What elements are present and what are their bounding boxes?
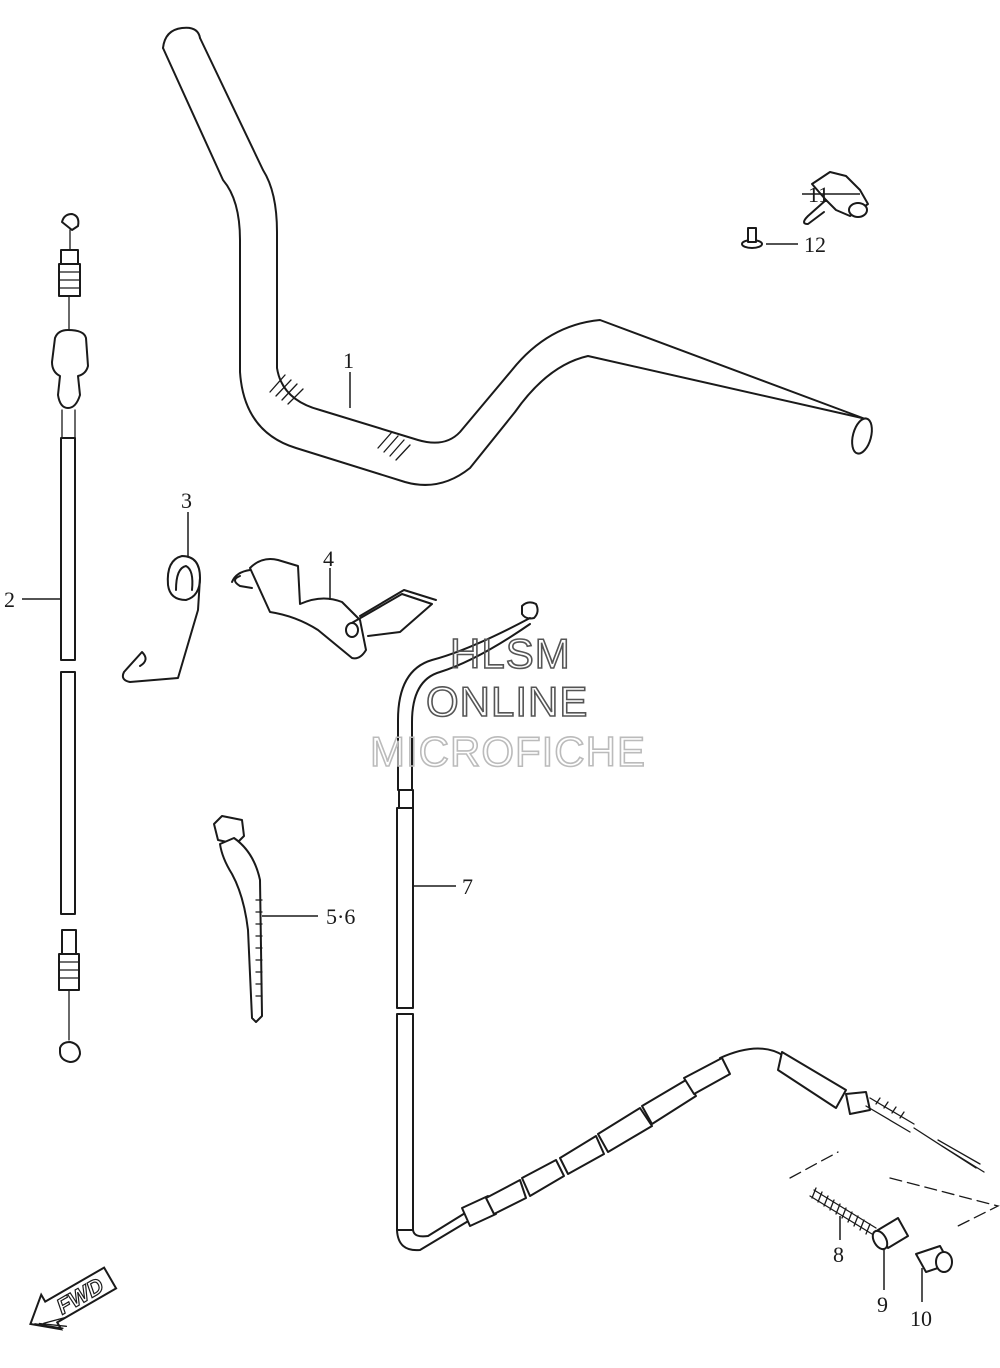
dashed-box (789, 1151, 1000, 1229)
screw (741, 227, 763, 249)
callout-7: 7 (462, 874, 473, 899)
long-cable (396, 601, 985, 1252)
callout-10: 10 (910, 1306, 932, 1331)
handlebar (162, 26, 873, 486)
cable-end (915, 1245, 953, 1273)
callout-5-6: 5·6 (326, 904, 355, 929)
callout-4: 4 (323, 546, 334, 571)
spring-clip (121, 555, 201, 683)
callout-9: 9 (877, 1292, 888, 1317)
leader-lines (22, 193, 923, 1302)
callout-8: 8 (833, 1242, 844, 1267)
spring (809, 1187, 877, 1235)
cable-guide (231, 558, 437, 660)
watermark-line-3: MICROFICHE (370, 728, 646, 775)
clutch-cable (51, 213, 89, 1063)
callout-12: 12 (804, 232, 826, 257)
knurl-left (269, 374, 411, 461)
collar (871, 1217, 909, 1251)
callout-1: 1 (343, 348, 354, 373)
watermark-line-2: ONLINE (426, 678, 588, 725)
callout-11: 11 (808, 182, 829, 207)
watermark-line-1: HLSM (450, 630, 571, 677)
cable-tie (213, 815, 263, 1023)
callouts: 1 2 3 4 5·6 7 8 9 10 11 12 (4, 182, 932, 1331)
callout-3: 3 (181, 488, 192, 513)
callout-2: 2 (4, 587, 15, 612)
watermark: HLSM ONLINE MICROFICHE (369, 629, 646, 776)
fwd-arrow: FWD (29, 1266, 118, 1331)
